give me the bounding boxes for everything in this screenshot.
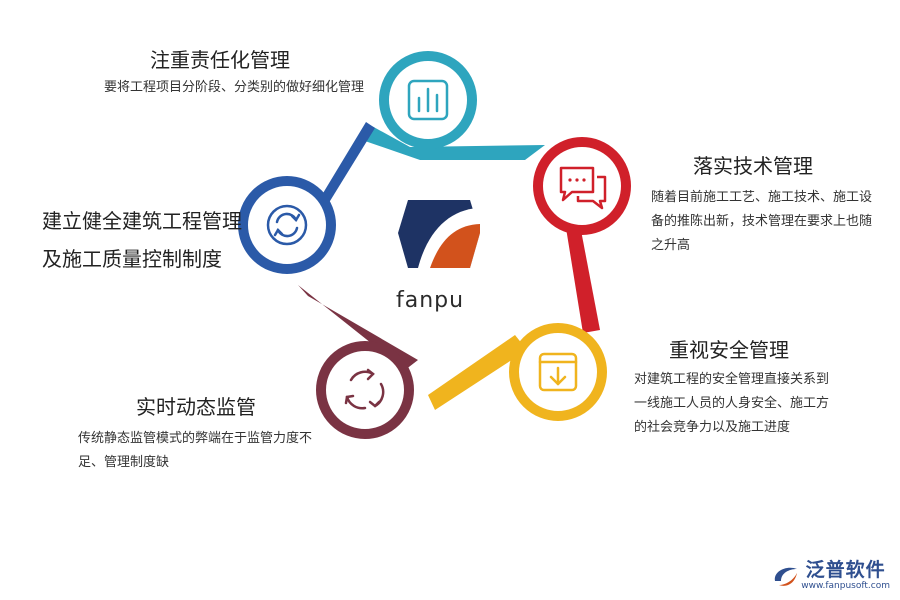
bar-chart-icon bbox=[407, 79, 449, 121]
chat-bubbles-icon bbox=[559, 166, 607, 210]
node-quality bbox=[238, 176, 336, 274]
brand-name: fanpu bbox=[396, 288, 465, 313]
title-monitoring: 实时动态监管 bbox=[136, 395, 256, 419]
fanpu-logo bbox=[398, 200, 480, 268]
desc-responsibility: 要将工程项目分阶段、分类别的做好细化管理 bbox=[104, 80, 365, 95]
connector-arm-safety bbox=[428, 335, 527, 410]
title-quality: 建立健全建筑工程管理及施工质量控制制度 bbox=[42, 209, 242, 271]
watermark: 泛普软件 www.fanpusoft.com bbox=[771, 560, 890, 592]
desc-technology: 随着目前施工工艺、施工技术、施工设备的推陈出新，技术管理在要求上也随之升高 bbox=[651, 190, 873, 253]
title-technology: 落实技术管理 bbox=[693, 154, 813, 178]
title-safety: 重视安全管理 bbox=[669, 338, 789, 362]
desc-monitoring: 传统静态监管模式的弊端在于监管力度不足、管理制度缺 bbox=[78, 431, 313, 470]
watermark-name: 泛普软件 bbox=[805, 559, 886, 581]
title-responsibility: 注重责任化管理 bbox=[150, 48, 290, 72]
fanpusoft-logo-icon bbox=[775, 567, 798, 586]
cycle-arrows-icon bbox=[344, 368, 385, 410]
connector-arm-responsibility bbox=[362, 125, 545, 160]
download-box-icon bbox=[538, 352, 578, 392]
refresh-icon bbox=[266, 204, 308, 246]
connector-arm-technology bbox=[566, 225, 600, 333]
watermark-url: www.fanpusoft.com bbox=[801, 581, 890, 591]
node-monitoring bbox=[316, 341, 414, 439]
desc-safety: 对建筑工程的安全管理直接关系到一线施工人员的人身安全、施工方的社会竞争力以及施工… bbox=[634, 372, 830, 435]
node-technology bbox=[533, 137, 631, 235]
